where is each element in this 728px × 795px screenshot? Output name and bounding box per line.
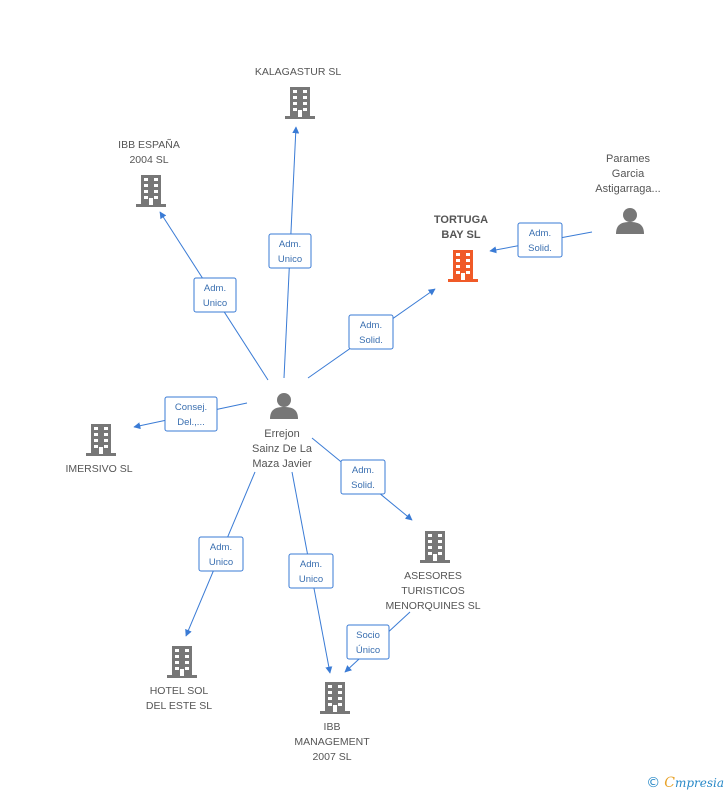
- edge-label-tortuga[interactable]: Adm. Solid.: [348, 314, 394, 350]
- building-icon: [420, 531, 450, 563]
- brand-logo[interactable]: Cmpresia: [664, 775, 724, 791]
- node-label-line1: IBB ESPAÑA: [118, 138, 180, 151]
- node-tortuga-bay[interactable]: TORTUGA BAY SL: [434, 214, 488, 282]
- footer-brand: © Cmpresia: [646, 775, 724, 791]
- building-icon: [285, 87, 315, 119]
- node-label-line1: Parames: [606, 153, 651, 165]
- node-label-line2: 2004 SL: [129, 154, 168, 166]
- node-label-line1: ASESORES: [404, 570, 462, 582]
- edge-labels: Adm. Unico Adm. Unico Adm. Solid. Adm. S…: [164, 222, 563, 660]
- node-label-line3: Maza Javier: [252, 458, 312, 470]
- edge-label-line1: Adm.: [352, 465, 374, 476]
- node-label-line1: Errejon: [264, 428, 299, 440]
- node-parames[interactable]: Parames Garcia Astigarraga...: [595, 153, 661, 234]
- edge-label-hotel[interactable]: Adm. Unico: [198, 536, 244, 572]
- edge-label-line2: Único: [356, 645, 380, 656]
- node-label-line1: HOTEL SOL: [150, 685, 209, 697]
- node-errejon[interactable]: Errejon Sainz De La Maza Javier: [252, 393, 313, 470]
- edge-label-kalagastur[interactable]: Adm. Unico: [268, 233, 312, 269]
- node-ibb-management[interactable]: IBB MANAGEMENT 2007 SL: [294, 682, 370, 763]
- copyright-icon: ©: [646, 775, 661, 791]
- node-imersivo[interactable]: IMERSIVO SL: [65, 424, 133, 475]
- edge-label-asesores[interactable]: Adm. Solid.: [340, 459, 386, 495]
- node-label-line2: Sainz De La: [252, 443, 313, 455]
- edge-label-line1: Adm.: [529, 228, 551, 239]
- node-label-line2: TURISTICOS: [401, 585, 465, 597]
- node-ibb-espana[interactable]: IBB ESPAÑA 2004 SL: [118, 138, 180, 207]
- node-label: KALAGASTUR SL: [255, 66, 342, 78]
- edge-label-line2: Solid.: [528, 243, 552, 254]
- edge-label-line2: Unico: [209, 557, 233, 568]
- brand-initial: C: [664, 775, 675, 791]
- node-label-line3: Astigarraga...: [595, 183, 660, 195]
- building-icon: [136, 175, 166, 207]
- edge-label-parames[interactable]: Adm. Solid.: [517, 222, 563, 258]
- building-icon: [167, 646, 197, 678]
- edge-label-imersivo[interactable]: Consej. Del.,...: [164, 396, 218, 432]
- node-asesores[interactable]: ASESORES TURISTICOS MENORQUINES SL: [385, 531, 481, 612]
- node-hotel-sol[interactable]: HOTEL SOL DEL ESTE SL: [146, 646, 212, 712]
- edge-label-line2: Unico: [203, 298, 227, 309]
- node-label-line2: BAY SL: [441, 229, 480, 241]
- edge-label-ibb-espana[interactable]: Adm. Unico: [193, 277, 237, 313]
- edge-label-line1: Consej.: [175, 402, 207, 413]
- node-label-line3: MENORQUINES SL: [385, 600, 480, 612]
- person-icon: [270, 393, 298, 419]
- node-label: IMERSIVO SL: [65, 463, 132, 475]
- edge-label-line1: Adm.: [360, 320, 382, 331]
- edge-label-line2: Del.,...: [177, 417, 204, 428]
- edge-label-line2: Unico: [278, 254, 302, 265]
- edge-label-line2: Unico: [299, 574, 323, 585]
- building-icon: [86, 424, 116, 456]
- building-icon: [320, 682, 350, 714]
- edge-label-line2: Solid.: [351, 480, 375, 491]
- node-label-line3: 2007 SL: [312, 751, 351, 763]
- edge-label-line1: Adm.: [210, 542, 232, 553]
- person-icon: [616, 208, 644, 234]
- edge-label-ibb-mgmt[interactable]: Adm. Unico: [288, 553, 334, 589]
- node-label-line1: IBB: [324, 721, 341, 733]
- edge-label-line1: Adm.: [204, 283, 226, 294]
- building-icon: [448, 250, 478, 282]
- node-kalagastur[interactable]: KALAGASTUR SL: [255, 66, 342, 119]
- brand-rest: mpresia: [674, 776, 724, 790]
- node-label-line2: Garcia: [612, 168, 645, 180]
- node-label-line2: DEL ESTE SL: [146, 700, 212, 712]
- edge-label-line2: Solid.: [359, 335, 383, 346]
- node-label-line1: TORTUGA: [434, 214, 488, 226]
- edge-label-line1: Socio: [356, 630, 380, 641]
- node-label-line2: MANAGEMENT: [294, 736, 370, 748]
- edge-label-socio[interactable]: Socio Único: [346, 624, 390, 660]
- edge-label-line1: Adm.: [300, 559, 322, 570]
- edge-label-line1: Adm.: [279, 239, 301, 250]
